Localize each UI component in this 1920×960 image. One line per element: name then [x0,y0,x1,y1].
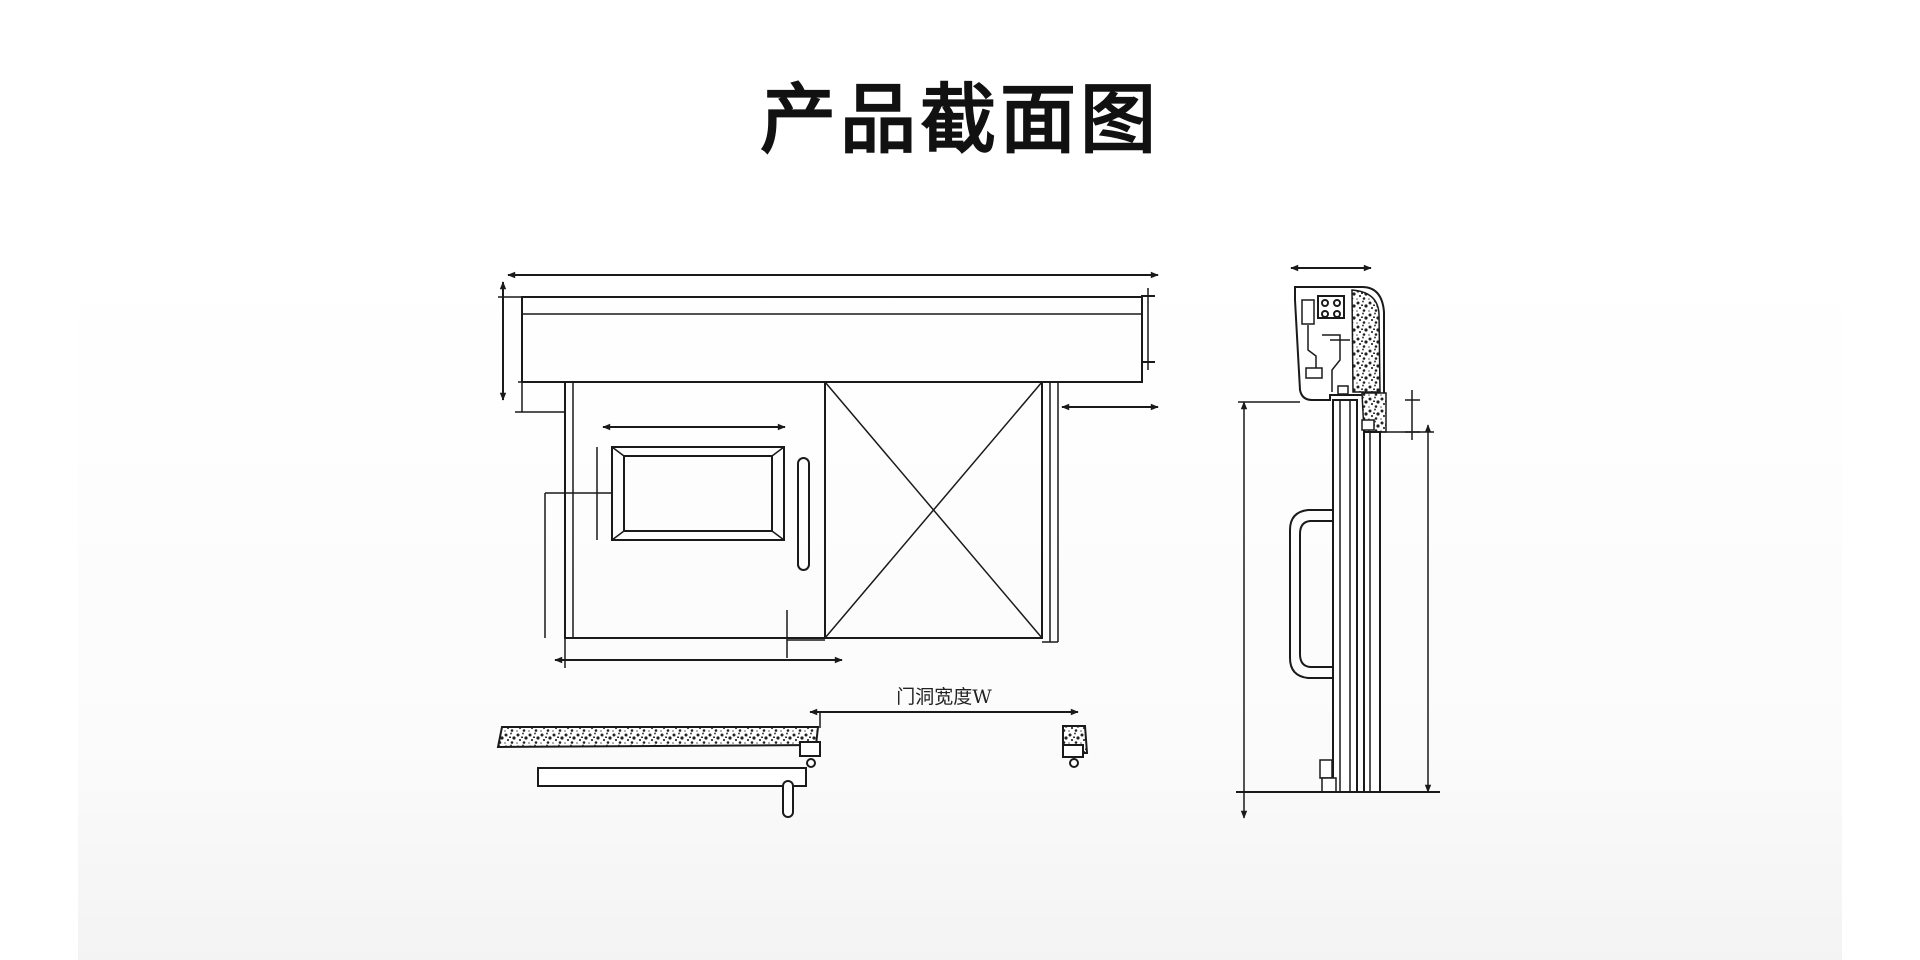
front-elevation [498,271,1159,668]
door-leaf [564,381,826,639]
opening-cross-line [824,381,1043,639]
jamb-profile [1062,744,1084,758]
door-handle [797,457,810,571]
jamb-roller [1069,758,1079,768]
pulley-icon [1333,299,1341,307]
door-leaf-plan [537,767,807,787]
floor-guide-roller [1321,777,1337,793]
pulley-icon [1333,310,1341,318]
window-corner [771,446,785,457]
wall-insulation-left [496,726,820,749]
plan-view [496,708,1089,818]
drive-bracket [1301,299,1315,325]
side-section [1236,264,1440,819]
track-profile [799,741,821,757]
hanger-bracket [1307,325,1341,392]
door-opening [824,381,1043,639]
handle-section-inner [1299,520,1332,668]
header-box [521,296,1143,383]
window-corner [771,530,785,541]
door-leaf-section [1332,399,1358,793]
handle-section [1289,509,1332,679]
wall-bracket [1361,419,1375,431]
page-title: 产品截面图 [760,75,1160,164]
wall-jamb-section [1363,431,1381,793]
viewing-window [611,446,785,541]
housing-insulation [1351,289,1381,393]
drawing-panel [78,262,1842,960]
track-roller [806,758,816,768]
motor-unit [1317,295,1345,319]
roller-carriage [1305,367,1323,379]
pulley-icon [1321,299,1329,307]
window-corner [611,446,625,457]
door-opening-width-label: 门洞宽度W [896,686,992,708]
pulley-icon [1321,310,1329,318]
window-corner [611,530,625,541]
floor-guide [1319,759,1333,779]
viewing-window-glass [623,455,773,532]
seal-clip [1337,385,1349,395]
